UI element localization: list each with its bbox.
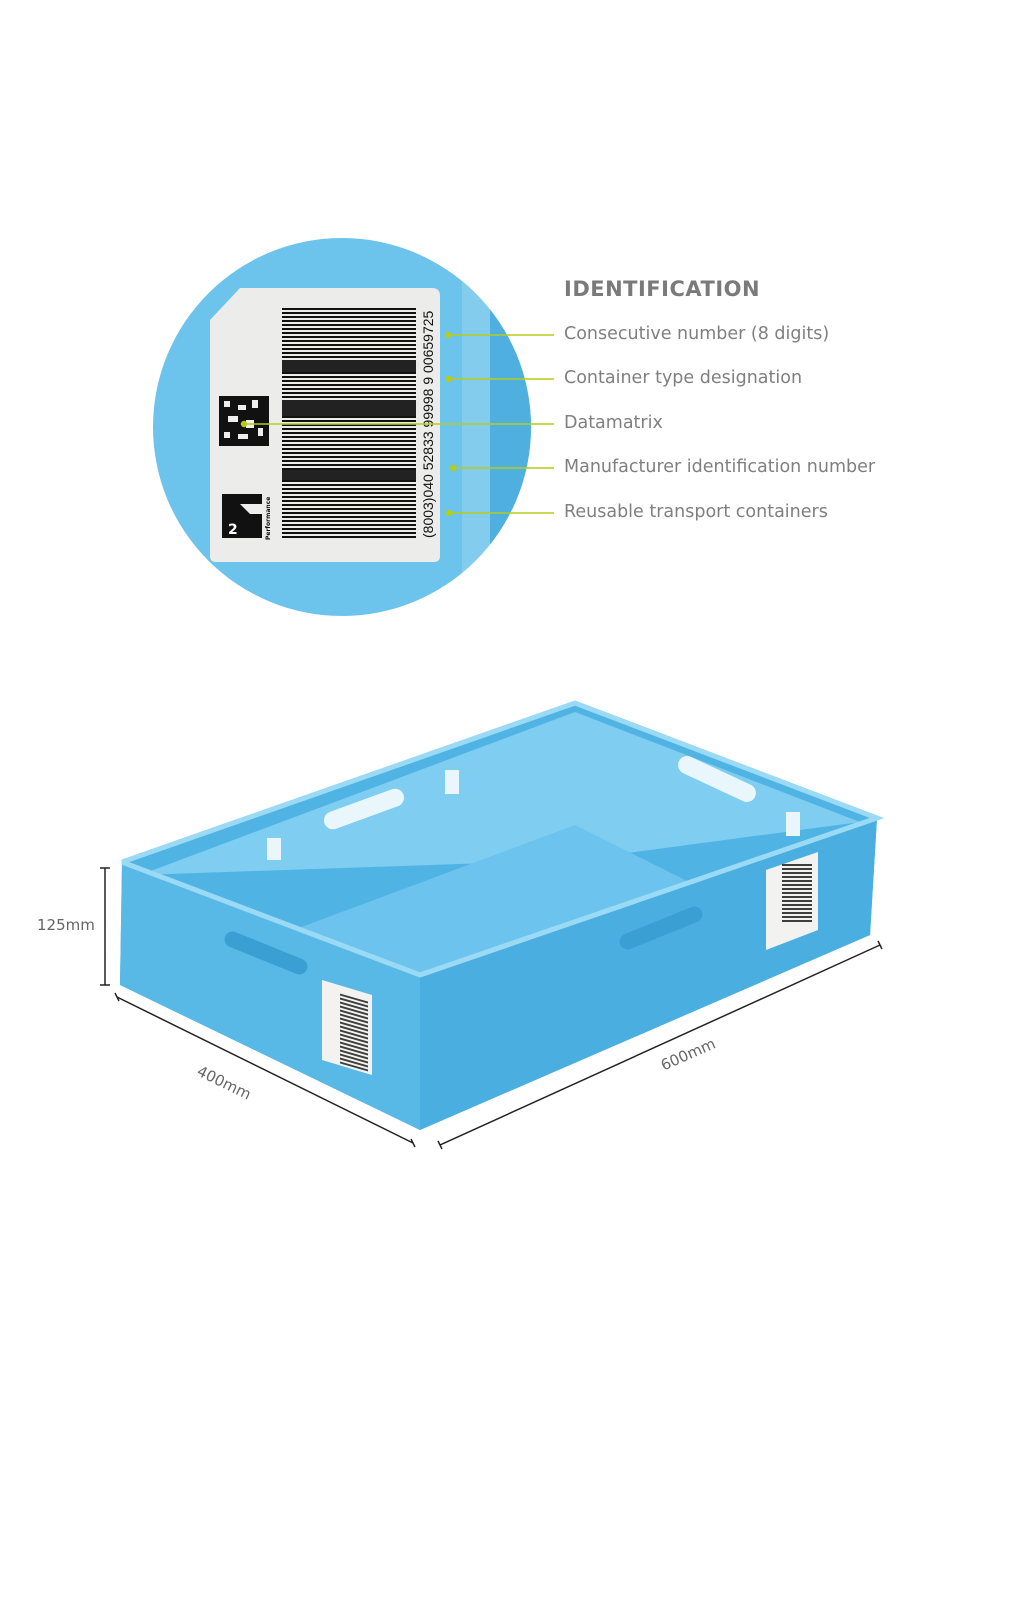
callout-datamatrix: Datamatrix bbox=[564, 413, 663, 433]
svg-text:2: 2 bbox=[228, 522, 238, 538]
svg-text:Performance: Performance bbox=[265, 497, 272, 540]
callout-lines bbox=[240, 331, 554, 517]
callout-consecutive-number: Consecutive number (8 digits) bbox=[564, 324, 830, 344]
brand-logo: 2 Performance bbox=[222, 494, 272, 540]
callout-manufacturer-id: Manufacturer identification number bbox=[564, 457, 876, 477]
dimension-lines bbox=[100, 867, 883, 1150]
callout-reusable-containers: Reusable transport containers bbox=[564, 502, 828, 522]
section-title: IDENTIFICATION bbox=[564, 277, 761, 301]
label-closeup: 2 Performance (8003)040 52833 99998 9 00… bbox=[153, 238, 531, 616]
callout-container-type: Container type designation bbox=[564, 368, 803, 388]
crate bbox=[120, 700, 885, 1130]
height-dimension: 125mm bbox=[37, 916, 95, 934]
